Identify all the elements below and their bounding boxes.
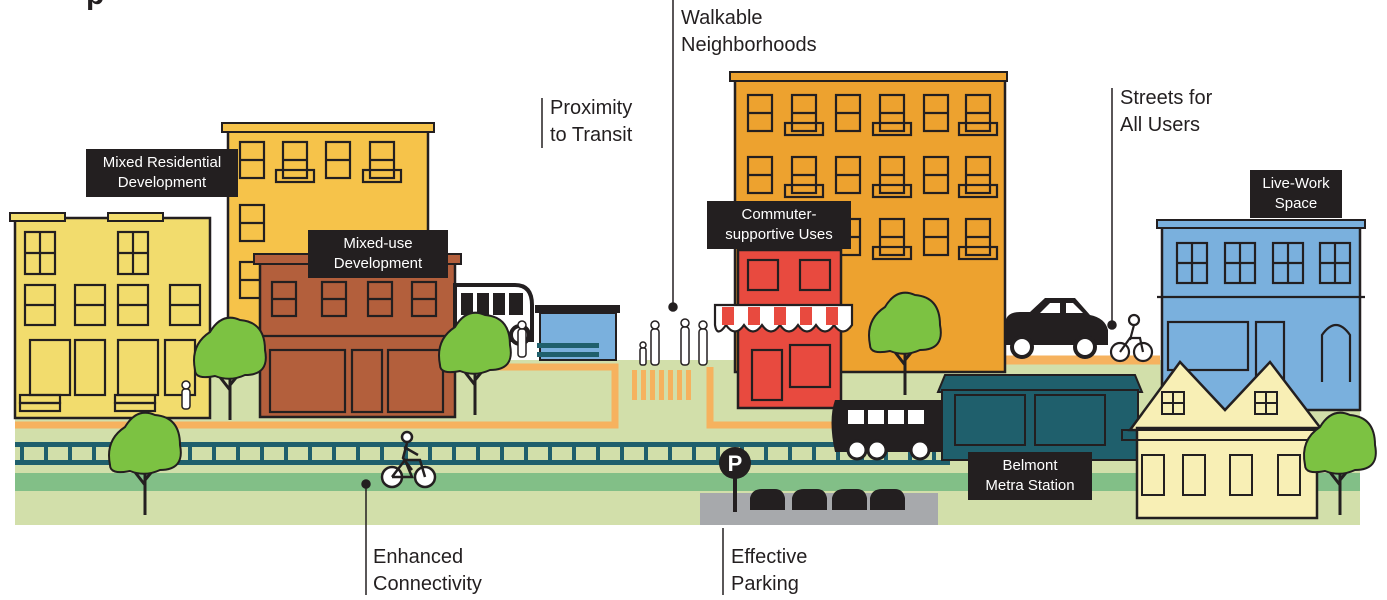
parking-sign-icon: P (719, 447, 751, 512)
heading-fragment: p (86, 0, 104, 12)
tree (193, 316, 267, 420)
red-commuter-shop (713, 248, 854, 410)
rail-tie (20, 445, 24, 462)
rail-tie (356, 445, 360, 462)
rail-tie (44, 445, 48, 462)
label-mixed-residential: Mixed Residential Development (86, 149, 238, 197)
pedestrians (181, 318, 708, 410)
tower-balcony (957, 245, 999, 261)
rail-tie (500, 445, 504, 462)
label-line: Metra Station (985, 477, 1075, 494)
callout-line: Streets for (1120, 87, 1213, 109)
parking-sign-letter: P (728, 451, 743, 476)
tower-balcony (783, 121, 825, 137)
rail-tie (596, 445, 600, 462)
rail-tie (452, 445, 456, 462)
rail-tie (284, 445, 288, 462)
callout-line: Neighborhoods (681, 34, 817, 56)
bus-shelter (535, 305, 620, 361)
callout-line: to Transit (550, 124, 633, 146)
rail-tie (932, 445, 936, 462)
rail-tie (236, 445, 240, 462)
rail-tie (92, 445, 96, 462)
callout-line: Effective (731, 546, 808, 568)
tower-balcony (871, 121, 913, 137)
tower-balcony (871, 183, 913, 199)
tree (1303, 411, 1377, 515)
rail-tie (692, 445, 696, 462)
callout-transit: Proximity to Transit (550, 95, 632, 149)
rail-tie (788, 445, 792, 462)
rail-tie (260, 445, 264, 462)
sidewalk-left (15, 363, 619, 429)
label-line: Development (117, 174, 207, 191)
label-line: Mixed Residential (102, 154, 222, 171)
rail-tie (524, 445, 528, 462)
rail-tie (764, 445, 768, 462)
label-commuter: Commuter- supportive Uses (707, 201, 851, 249)
yellow-rowhouses (9, 212, 212, 420)
rail-tie (68, 445, 72, 462)
label-station: Belmont Metra Station (968, 452, 1092, 500)
rail-tie (812, 445, 816, 462)
label-line: Live-Work (1262, 175, 1330, 192)
rail-tie (668, 445, 672, 462)
tree (868, 291, 942, 395)
label-mixed-use: Mixed-use Development (308, 230, 448, 278)
cyclist-on-street (1109, 313, 1154, 363)
callout-walkable: Walkable Neighborhoods (681, 5, 817, 59)
label-line: Belmont (1002, 457, 1058, 474)
tower-balcony (871, 245, 913, 261)
label-line: Development (333, 255, 423, 272)
label-line: Commuter- (741, 206, 817, 223)
callout-line: Proximity (550, 97, 633, 119)
callout-line: Enhanced (373, 546, 464, 568)
tower-balcony (783, 183, 825, 199)
rail-tie (716, 445, 720, 462)
rail-tie (332, 445, 336, 462)
rail-tie (908, 445, 912, 462)
cyclist-on-path (380, 430, 437, 489)
rail-tie (404, 445, 408, 462)
label-line: Space (1274, 195, 1318, 212)
callout-parking: Effective Parking (731, 544, 807, 598)
crosswalk (632, 370, 691, 400)
cream-houses (1121, 360, 1333, 520)
tower-balcony (957, 121, 999, 137)
rail-tie (644, 445, 648, 462)
rail-tie (212, 445, 216, 462)
rail-tie (548, 445, 552, 462)
bus-at-station (831, 400, 942, 461)
rail-tie (428, 445, 432, 462)
rail-tie (188, 445, 192, 462)
rail-tie (572, 445, 576, 462)
tree (438, 311, 512, 415)
label-line: Mixed-use (343, 235, 413, 252)
callout-line: All Users (1120, 114, 1201, 136)
callout-line: Connectivity (373, 573, 482, 595)
rail-tie (380, 445, 384, 462)
tower-balcony (957, 183, 999, 199)
rail-tie (620, 445, 624, 462)
brick-mixed-use-building (253, 253, 462, 419)
rail-tie (836, 445, 840, 462)
callout-streets: Streets for All Users (1120, 85, 1212, 139)
belmont-metra-station (936, 374, 1144, 461)
callout-connectivity: Enhanced Connectivity (373, 544, 482, 598)
callout-line: Walkable (681, 7, 763, 29)
rail-tie (308, 445, 312, 462)
label-line: supportive Uses (725, 226, 833, 243)
rail-tie (476, 445, 480, 462)
callout-leaders (361, 0, 1117, 595)
tree (108, 411, 182, 515)
parked-cars (750, 489, 905, 510)
label-live-work: Live-Work Space (1250, 170, 1342, 218)
black-car (1005, 298, 1108, 359)
callout-line: Parking (731, 573, 799, 595)
